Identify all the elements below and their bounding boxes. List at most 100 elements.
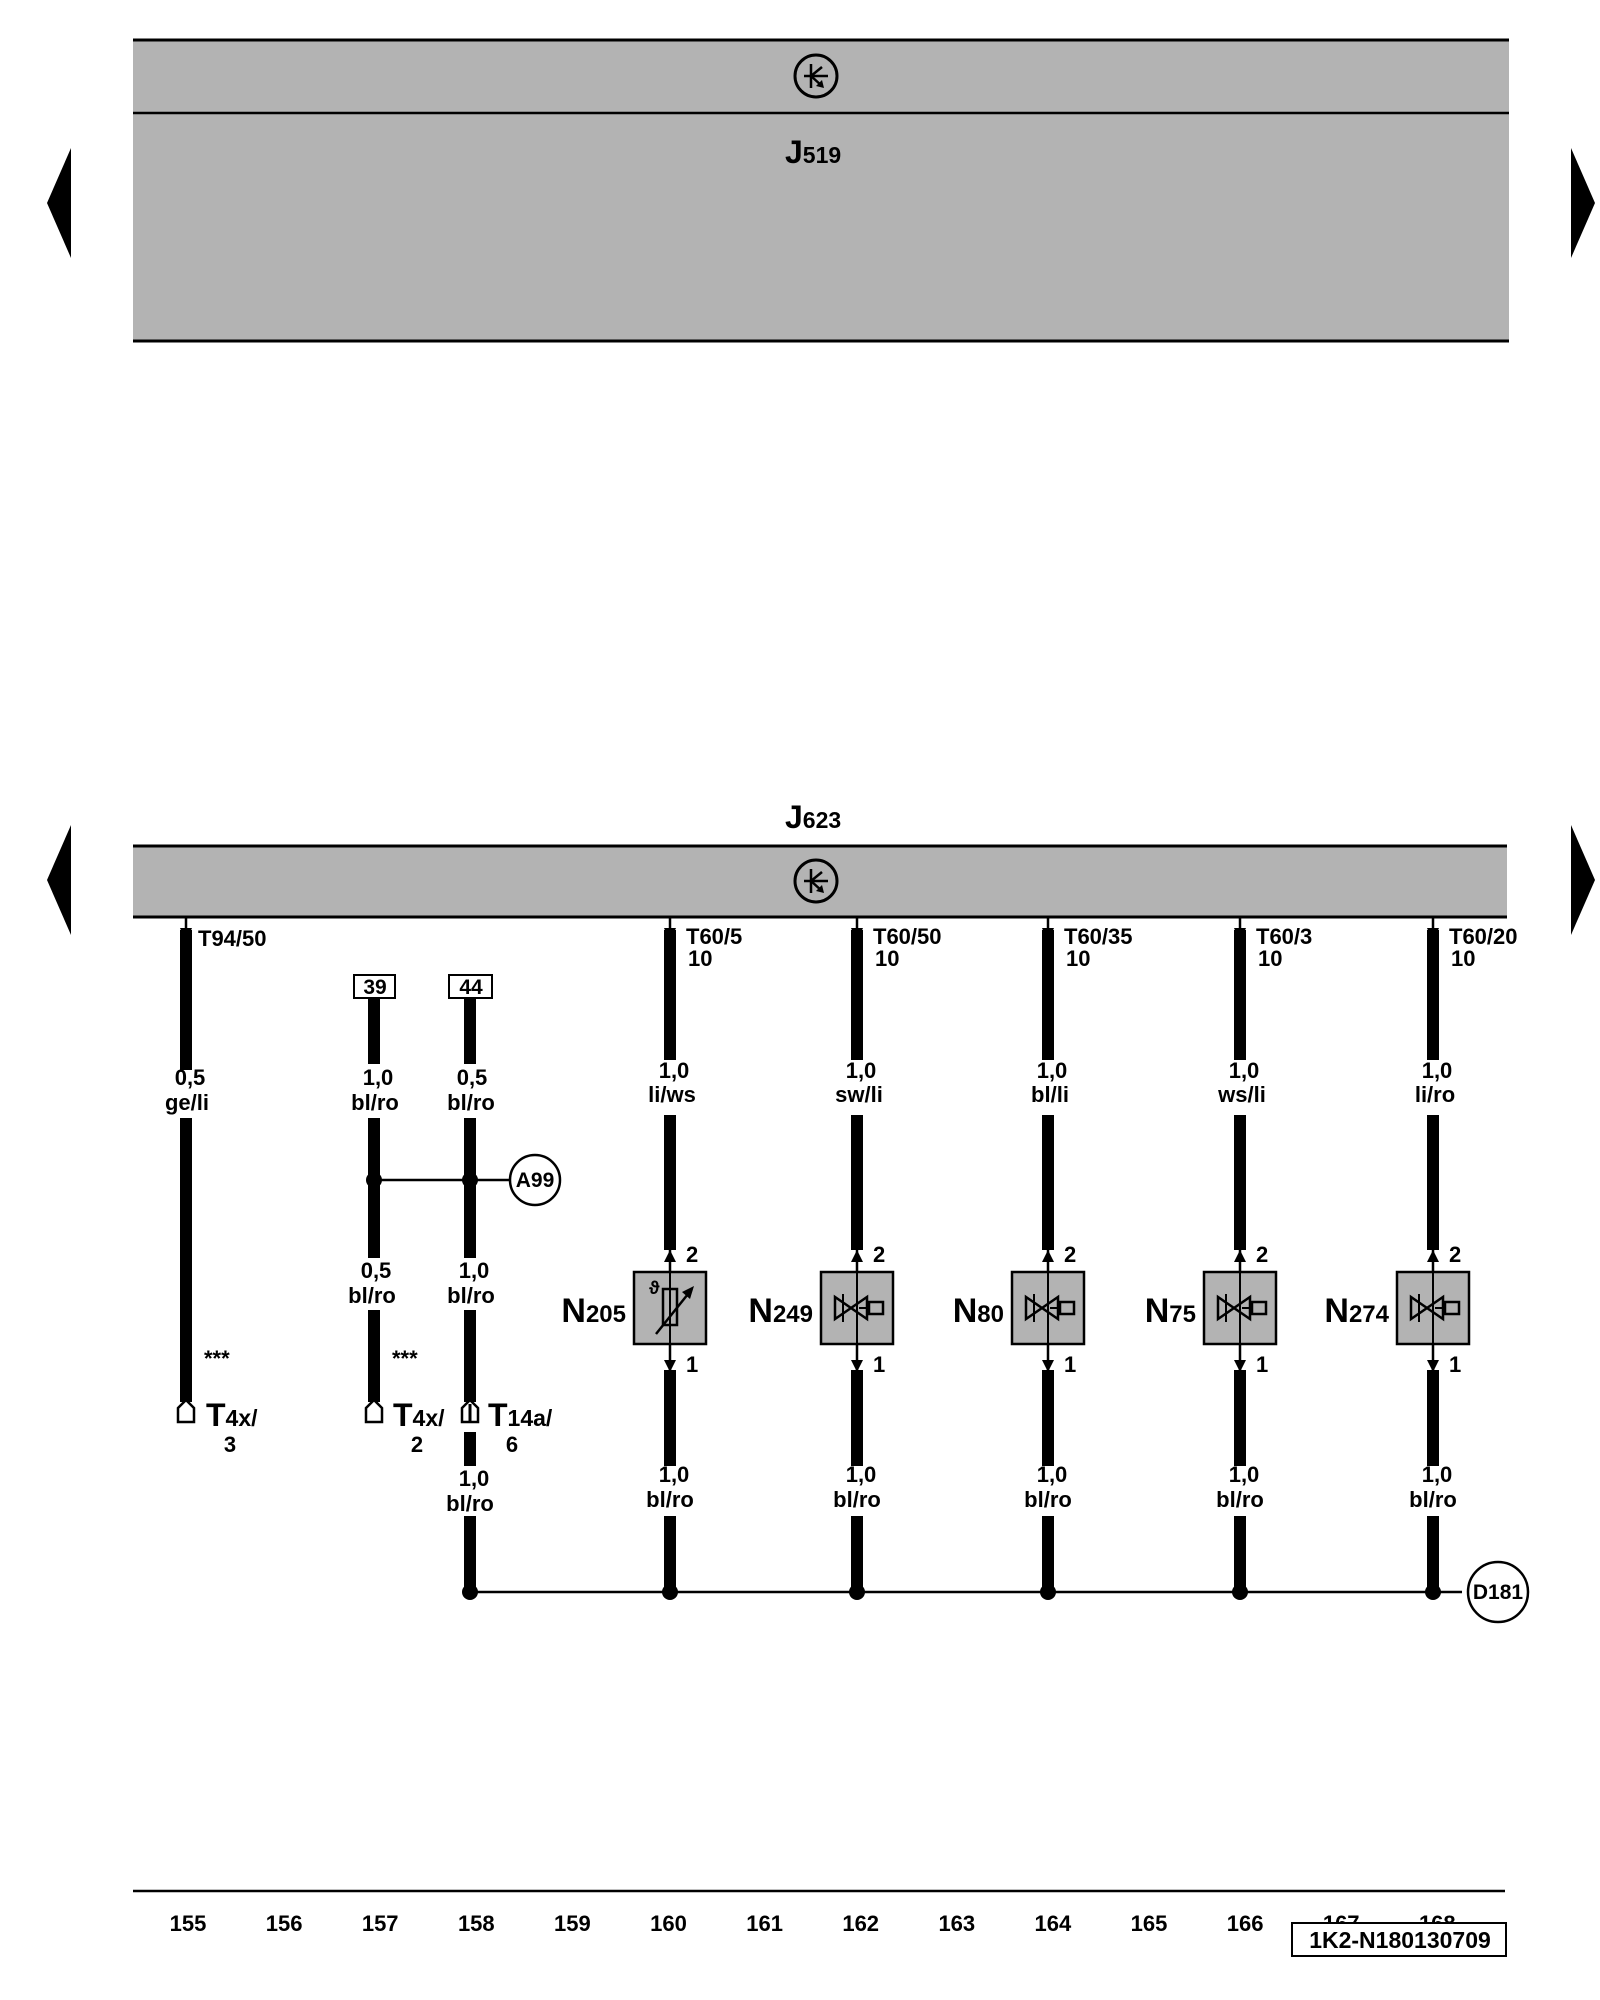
note-stars: ***: [392, 1346, 418, 1371]
wire-size: 1,0: [846, 1058, 877, 1083]
document-id: 1K2-N180130709: [1309, 1927, 1491, 1953]
scale-number: 157: [362, 1911, 399, 1936]
scale-number: 156: [266, 1911, 303, 1936]
scale-number: 164: [1035, 1911, 1072, 1936]
svg-text:J519: J519: [785, 134, 841, 170]
can-bus-icon: [793, 53, 839, 99]
wire-t60-35[interactable]: [1040, 918, 1056, 1600]
pin-number: 2: [873, 1242, 885, 1267]
component-n205[interactable]: ϑ: [632, 1270, 708, 1346]
pin-number: 1: [1064, 1352, 1076, 1377]
plug-sub: 14a/: [508, 1405, 553, 1431]
module-j623-name: J: [785, 799, 803, 835]
plug-sub: 4x/: [226, 1405, 259, 1431]
module-j623: J623: [133, 799, 1507, 919]
solenoid-valve-icon: [1024, 1294, 1076, 1322]
solenoid-valve-icon: [833, 1294, 885, 1322]
component-sub: 274: [1349, 1301, 1390, 1328]
wire-color: bl/ro: [1024, 1487, 1072, 1512]
connector-t60-3: T60/3: [1256, 924, 1312, 949]
svg-text:J623: J623: [785, 799, 841, 835]
wire-size: 1,0: [1422, 1058, 1453, 1083]
component-name: N: [953, 1292, 978, 1330]
component-name: N: [748, 1292, 773, 1330]
wire-size: 0,5: [361, 1258, 392, 1283]
component-label: N205: [561, 1292, 626, 1330]
plug-sub: 4x/: [413, 1405, 446, 1431]
pin-number: 1: [873, 1352, 885, 1377]
component-name: N: [1324, 1292, 1349, 1330]
connector-t60-35: T60/35: [1064, 924, 1133, 949]
wire-size: 0,5: [175, 1065, 206, 1090]
component-columns: T60/5101,0li/ws1,0bl/roϑ21N205T60/50101,…: [561, 918, 1518, 1600]
splice-d181-label: D181: [1473, 1581, 1524, 1604]
wire-size: 1,0: [1229, 1462, 1260, 1487]
wire-t94-50[interactable]: [180, 918, 192, 1402]
component-label: N274: [1324, 1292, 1389, 1330]
wire-color: bl/ro: [646, 1487, 694, 1512]
nav-arrow-left-icon[interactable]: [47, 825, 71, 935]
wire-color: bl/ro: [351, 1090, 399, 1115]
module-j519-sub: 519: [803, 142, 841, 168]
scale-number: 165: [1131, 1911, 1168, 1936]
wire-size: 1,0: [1037, 1462, 1068, 1487]
connector-pin: 10: [1066, 946, 1090, 971]
component-n249[interactable]: [819, 1270, 895, 1346]
component-sub: 249: [773, 1301, 813, 1328]
component-name: N: [1145, 1292, 1170, 1330]
plug-t14a-6: [460, 1398, 480, 1424]
scale-number: 166: [1227, 1911, 1264, 1936]
wire-color: bl/li: [1031, 1082, 1069, 1107]
svg-text:T4x/: T4x/: [206, 1397, 258, 1433]
solenoid-valve-icon: [1216, 1294, 1268, 1322]
connector-pin: 10: [1451, 946, 1475, 971]
module-j519: J519: [133, 38, 1509, 343]
component-n274[interactable]: [1395, 1270, 1471, 1346]
component-sub: 80: [977, 1301, 1004, 1328]
wire-t60-20[interactable]: [1425, 918, 1441, 1600]
nav-arrow-right-icon[interactable]: [1571, 148, 1595, 258]
pin-number: 2: [686, 1242, 698, 1267]
wire-size: 1,0: [1229, 1058, 1260, 1083]
plug-pin: 3: [224, 1432, 236, 1457]
svg-text:T4x/: T4x/: [393, 1397, 445, 1433]
temperature-symbol: ϑ: [649, 1278, 660, 1298]
connector-pin: 10: [875, 946, 899, 971]
component-n80[interactable]: [1010, 1270, 1086, 1346]
wire-color: li/ro: [1415, 1082, 1455, 1107]
pin-number: 2: [1256, 1242, 1268, 1267]
splice-a99: [366, 1153, 562, 1207]
connector-pin: 10: [688, 946, 712, 971]
wire-t60-5[interactable]: [662, 918, 678, 1600]
wire-color: bl/ro: [1216, 1487, 1264, 1512]
splice-d181: [462, 1560, 1530, 1624]
component-n75[interactable]: [1202, 1270, 1278, 1346]
wire-color: ws/li: [1217, 1082, 1266, 1107]
wire-t60-50[interactable]: [849, 918, 865, 1600]
wire-t60-3[interactable]: [1232, 918, 1248, 1600]
plug-name: T: [206, 1397, 226, 1433]
connector-t60-20: T60/20: [1449, 924, 1518, 949]
scale-number: 159: [554, 1911, 591, 1936]
connector-t60-50: T60/50: [873, 924, 942, 949]
wire-size: 1,0: [1422, 1462, 1453, 1487]
wire-size: 1,0: [846, 1462, 877, 1487]
pin-number: 2: [1064, 1242, 1076, 1267]
wire-color: bl/ro: [348, 1283, 396, 1308]
nav-arrow-left-icon[interactable]: [47, 148, 71, 258]
nav-arrow-right-icon[interactable]: [1571, 825, 1595, 935]
wire-color: bl/ro: [447, 1090, 495, 1115]
wire-color: ge/li: [165, 1090, 209, 1115]
pin-number: 2: [1449, 1242, 1461, 1267]
module-j623-sub: 623: [803, 807, 841, 833]
wire-size: 1,0: [659, 1462, 690, 1487]
wire-size: 1,0: [659, 1058, 690, 1083]
plug-pin: 6: [506, 1432, 518, 1457]
component-name: N: [561, 1292, 586, 1330]
scale-number: 160: [650, 1911, 687, 1936]
wire-color: bl/ro: [1409, 1487, 1457, 1512]
scale-number: 155: [170, 1911, 207, 1936]
wire-color: bl/ro: [446, 1491, 494, 1516]
box-39: 39: [363, 976, 386, 999]
wire-color: li/ws: [648, 1082, 696, 1107]
